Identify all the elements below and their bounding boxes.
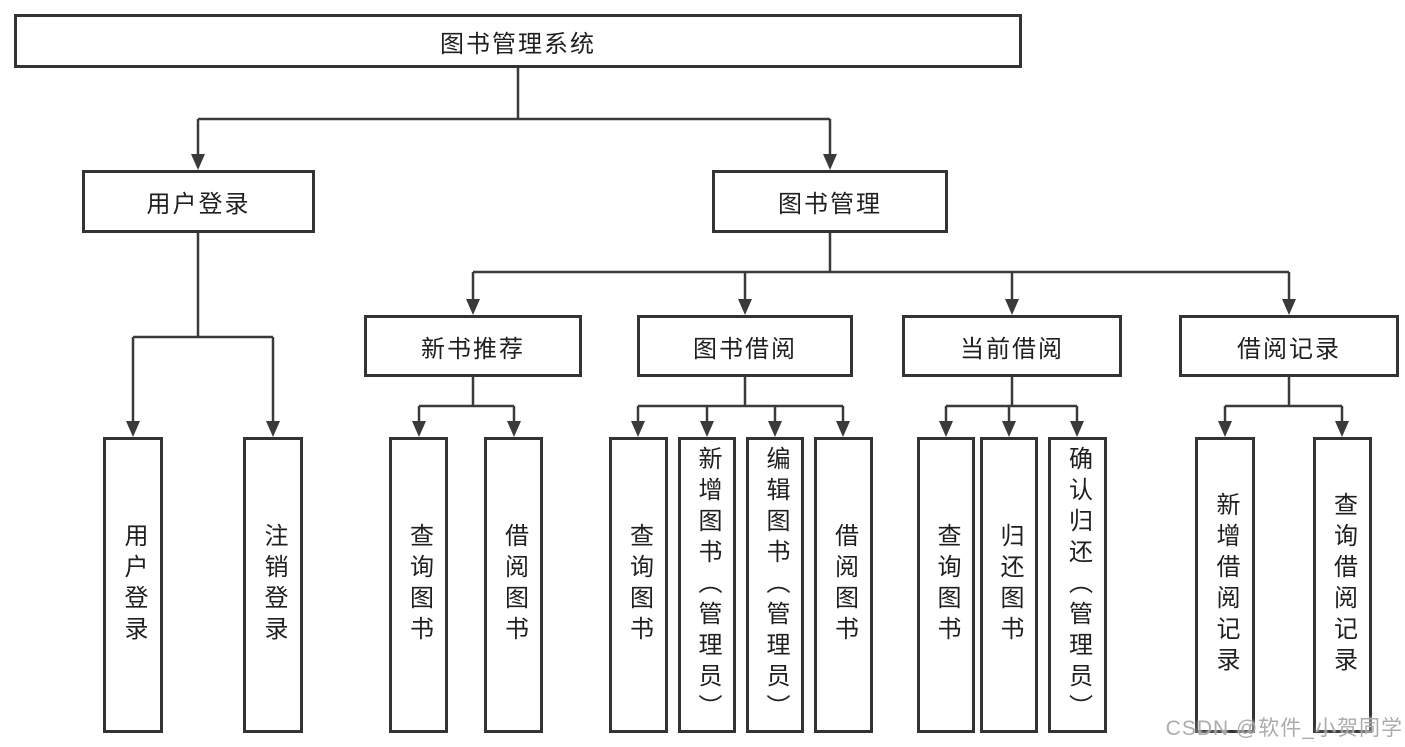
node-book-management: 图书管理 <box>712 170 948 233</box>
leaf-return-book: 归还图书 <box>980 437 1038 733</box>
node-user-login: 用户登录 <box>82 170 315 233</box>
node-book-borrow: 图书借阅 <box>637 315 853 377</box>
tee-connectors <box>133 68 1342 408</box>
leaf-query-book-borrow: 查询图书 <box>609 437 668 733</box>
leaf-add-book-admin: 新增图书（管理员） <box>678 437 736 733</box>
leaf-edit-book-admin: 编辑图书（管理员） <box>746 437 804 733</box>
leaf-query-borrow-record: 查询借阅记录 <box>1313 437 1372 733</box>
leaf-query-book-recommend: 查询图书 <box>389 437 448 733</box>
leaf-borrow-book-recommend: 借阅图书 <box>484 437 543 733</box>
node-library-management-system: 图书管理系统 <box>14 14 1022 68</box>
leaf-add-borrow-record: 新增借阅记录 <box>1195 437 1255 733</box>
leaf-query-book-current: 查询图书 <box>917 437 975 733</box>
csdn-watermark: CSDN @软件_小贺同学 <box>1165 717 1403 740</box>
leaf-confirm-return-admin: 确认归还（管理员） <box>1048 437 1107 733</box>
node-current-borrow: 当前借阅 <box>902 315 1122 377</box>
leaf-borrow-book: 借阅图书 <box>814 437 873 733</box>
leaf-logout: 注销登录 <box>243 437 303 733</box>
node-borrow-record: 借阅记录 <box>1179 315 1399 377</box>
arrow-connectors <box>126 119 1349 437</box>
leaf-user-login: 用户登录 <box>103 437 163 733</box>
node-new-book-recommend: 新书推荐 <box>364 315 582 377</box>
